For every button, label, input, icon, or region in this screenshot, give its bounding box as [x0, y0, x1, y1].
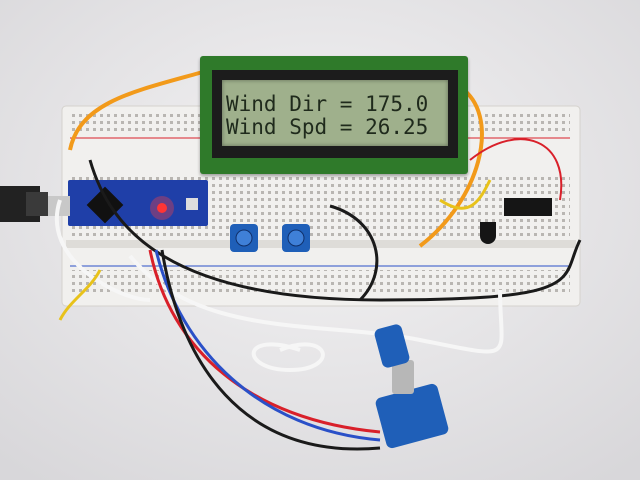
rotary-pot-shaft-base [392, 360, 414, 394]
wire-blue [154, 249, 381, 442]
wire-orange-right [418, 88, 484, 248]
arduino-button [186, 198, 198, 210]
lcd-screen [222, 80, 448, 146]
arduino-led-glow [150, 196, 174, 220]
trim-pot-2-screw [287, 229, 305, 247]
wire-yellow [439, 179, 492, 210]
lcd-line-wind-speed: Wind Spd = 26.25 [226, 115, 429, 139]
wire-orange [68, 68, 211, 151]
arduino-led-red [157, 203, 167, 213]
breadboard-holes-bottom-rail [70, 270, 570, 292]
arduino-chip [86, 186, 124, 224]
wire-white-3 [251, 342, 325, 373]
lcd-line-wind-direction: Wind Dir = 175.0 [226, 92, 429, 116]
trim-pot-1-screw [235, 229, 253, 247]
wire-red [148, 249, 381, 434]
transistor [480, 222, 496, 244]
wire-red-right [469, 138, 563, 201]
wire-black-3 [160, 249, 381, 451]
breadboard-center-channel [66, 240, 576, 248]
rotary-pot-body [375, 383, 449, 449]
rotary-pot-shaft [374, 324, 410, 368]
wire-white-2 [55, 199, 151, 302]
wire-black-1 [88, 159, 582, 302]
ic-chip [504, 198, 552, 216]
wire-yellow-left [58, 269, 102, 321]
wire-black-2 [329, 204, 379, 302]
usb-plug [26, 192, 48, 216]
